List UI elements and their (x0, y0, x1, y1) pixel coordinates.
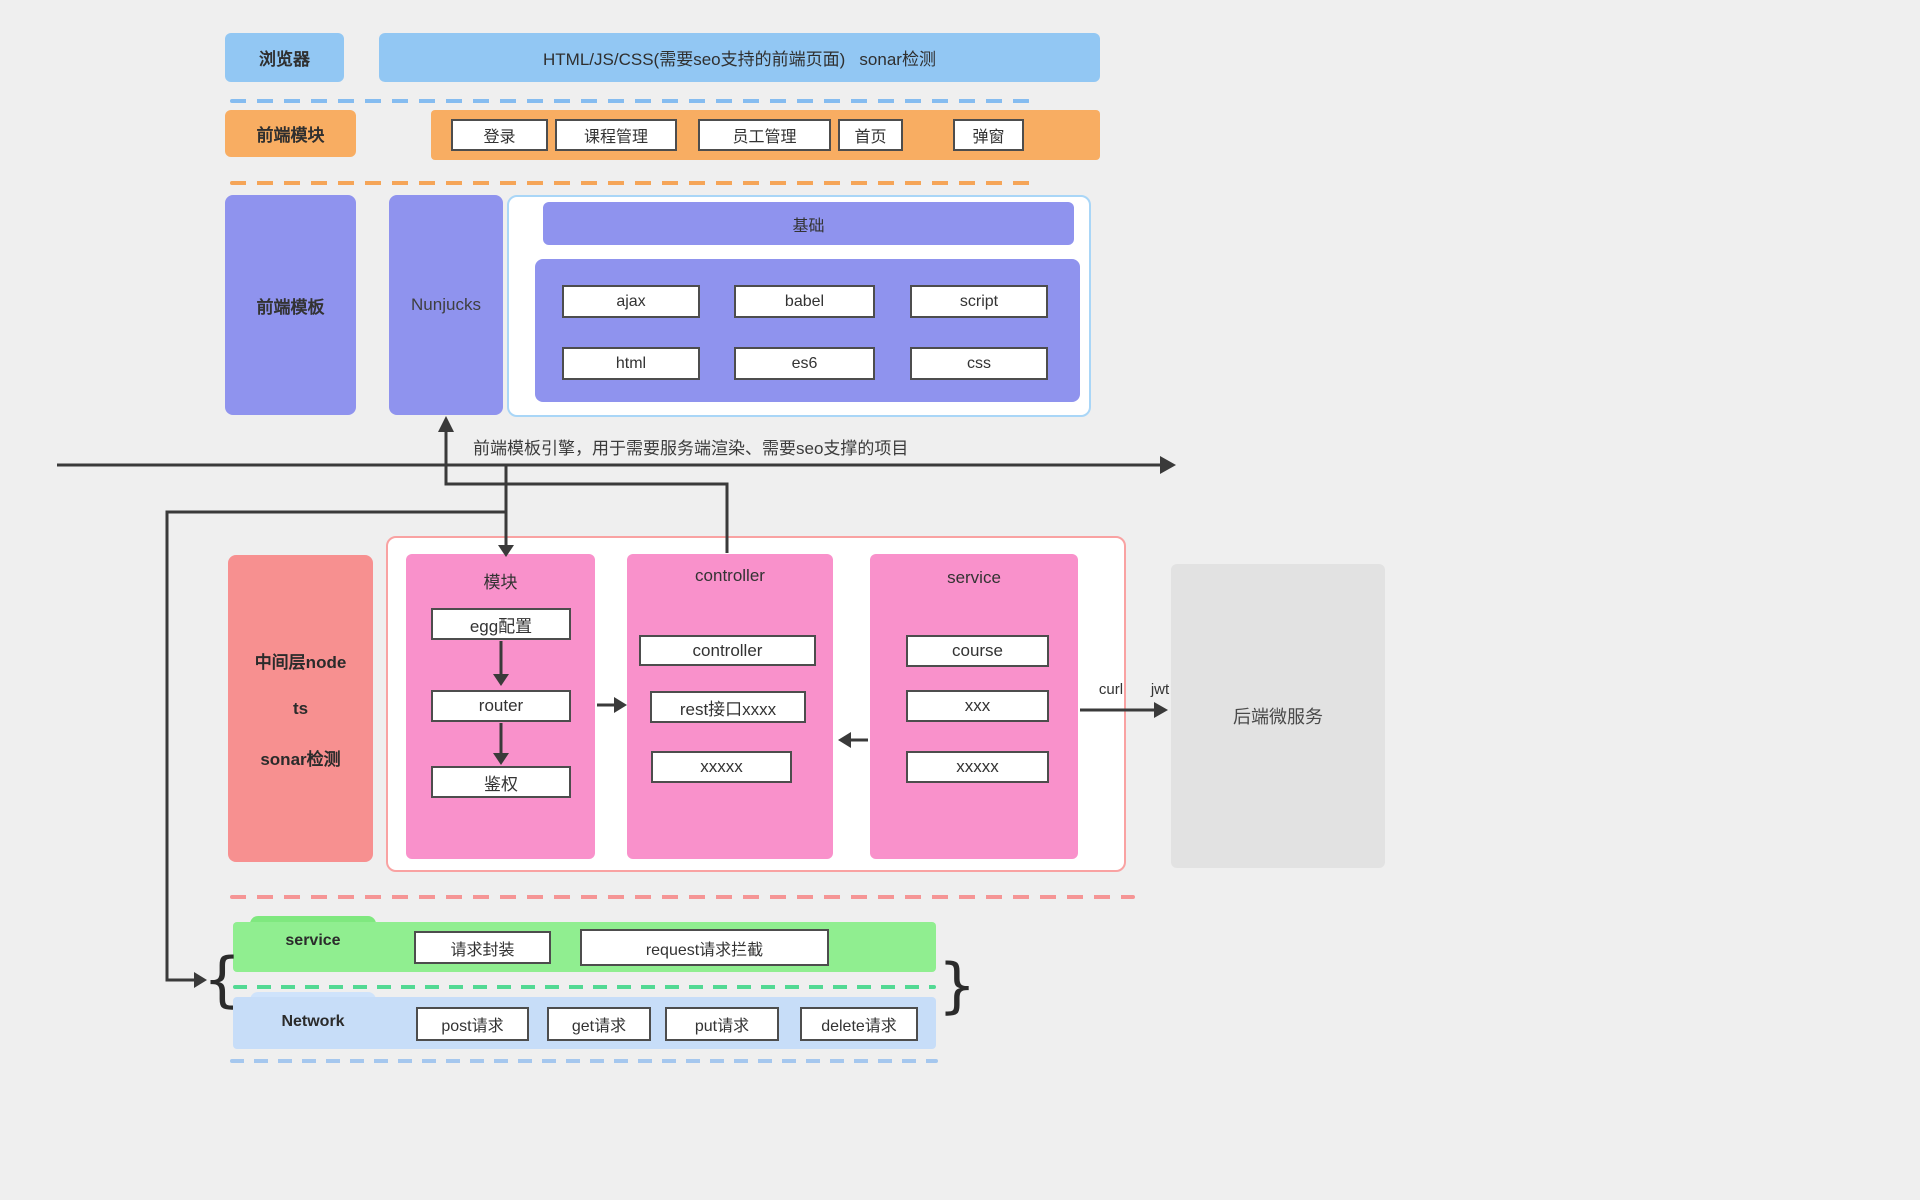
service-box-request-interceptor: request请求拦截 (580, 929, 829, 966)
divider-dashed-orange (230, 181, 1038, 185)
controller-item-xxxxx: xxxxx (651, 751, 792, 783)
network-box-put: put请求 (665, 1007, 779, 1041)
service-item-xxx: xxx (906, 690, 1049, 722)
tech-box-babel: babel (734, 285, 875, 318)
module-box-staff-mgmt: 员工管理 (698, 119, 831, 151)
middle-layer-label-box: 中间层node ts sonar检测 (228, 555, 373, 862)
divider-dashed-green (233, 985, 936, 989)
jwt-label: jwt (1150, 681, 1170, 698)
tech-box-es6: es6 (734, 347, 875, 380)
base-inner-box (535, 259, 1080, 402)
nunjucks-box: Nunjucks (389, 195, 503, 415)
module-item-egg-config: egg配置 (431, 608, 571, 640)
network-box-delete: delete请求 (800, 1007, 918, 1041)
divider-dashed-lightblue (230, 1059, 938, 1063)
tech-box-script: script (910, 285, 1048, 318)
middle-layer-label-line3: sonar检测 (260, 749, 341, 769)
tech-box-css: css (910, 347, 1048, 380)
controller-item-rest-api: rest接口xxxx (650, 691, 806, 723)
divider-dashed-red (230, 895, 1135, 899)
network-box-post: post请求 (416, 1007, 529, 1041)
browser-content-bar: HTML/JS/CSS(需要seo支持的前端页面) sonar检测 (379, 33, 1100, 82)
service-column-title: service (947, 568, 1001, 587)
frontend-modules-label-box: 前端模块 (225, 110, 356, 157)
service-row-label: service (285, 932, 341, 949)
network-box-get: get请求 (547, 1007, 651, 1041)
divider-dashed-blue (230, 99, 1030, 103)
service-item-course: course (906, 635, 1049, 667)
middle-layer-label-line1: 中间层node (254, 652, 347, 672)
main-flow-arrowhead (1160, 456, 1176, 474)
controller-column-title: controller (695, 566, 765, 585)
module-box-popup: 弹窗 (953, 119, 1024, 151)
module-item-auth: 鉴权 (431, 766, 571, 798)
template-engine-annotation: 前端模板引擎，用于需要服务端渲染、需要seo支撑的项目 (473, 439, 909, 458)
service-box-request-wrapper: 请求封装 (414, 931, 551, 964)
tech-box-html: html (562, 347, 700, 380)
frontend-template-label-box: 前端模板 (225, 195, 356, 415)
middle-layer-label-line2: ts (292, 698, 309, 718)
up-arrowhead (438, 416, 454, 432)
network-row-label: Network (281, 1013, 345, 1030)
module-box-course-mgmt: 课程管理 (555, 119, 677, 151)
tech-box-ajax: ajax (562, 285, 700, 318)
controller-item-controller: controller (639, 635, 816, 666)
backend-microservice-box: 后端微服务 (1171, 564, 1385, 868)
service-item-xxxxx: xxxxx (906, 751, 1049, 783)
curl-label: curl (1098, 681, 1124, 698)
browser-label-box: 浏览器 (225, 33, 344, 82)
backend-arrowhead (1154, 702, 1168, 718)
module-item-router: router (431, 690, 571, 722)
module-box-login: 登录 (451, 119, 548, 151)
base-header-box: 基础 (543, 202, 1074, 245)
right-brace: } (938, 951, 977, 1021)
module-box-home: 首页 (838, 119, 903, 151)
module-column-title: 模块 (483, 573, 518, 592)
